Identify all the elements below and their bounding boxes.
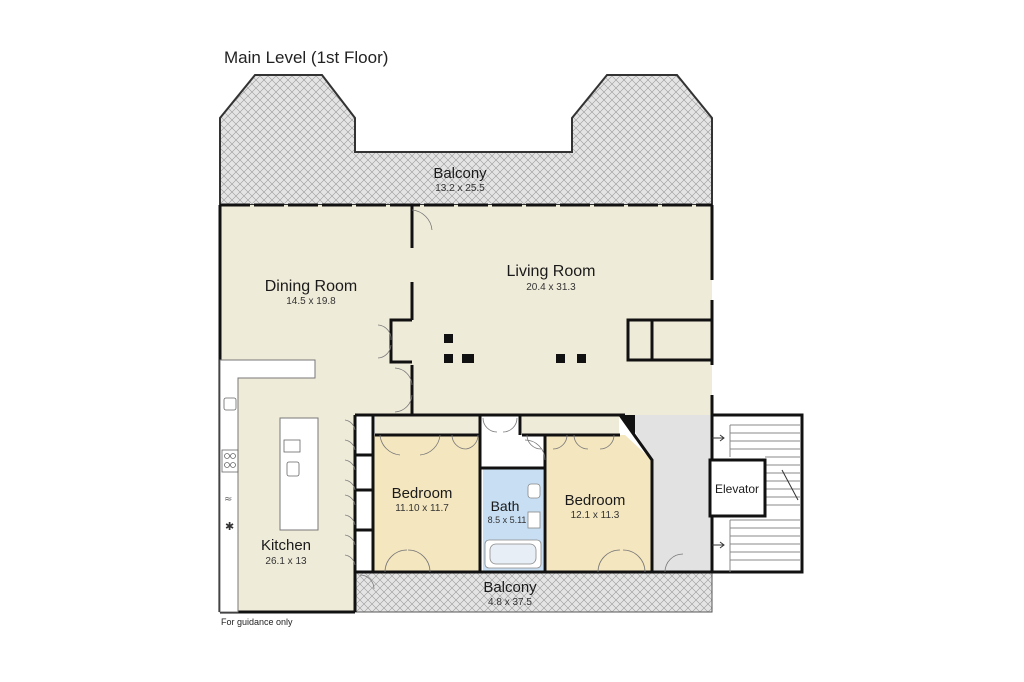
dining-room-name: Dining Room <box>265 278 357 295</box>
plan-heading: Main Level (1st Floor) <box>224 48 389 67</box>
balcony-bottom-dims: 4.8 x 37.5 <box>488 597 532 608</box>
living-room-name: Living Room <box>507 263 596 280</box>
balcony-top-dims: 13.2 x 25.5 <box>435 183 485 194</box>
closet-left <box>375 415 480 435</box>
elevator-name: Elevator <box>715 482 759 496</box>
kitchen-dims: 26.1 x 13 <box>265 556 307 567</box>
bedroom-left-name: Bedroom <box>392 485 453 502</box>
living-room-columns <box>444 334 586 363</box>
bedroom-right-name: Bedroom <box>565 492 626 509</box>
living-room-dims: 20.4 x 31.3 <box>526 282 576 293</box>
balcony-top-area <box>219 74 713 206</box>
kitchen-appliances <box>221 397 301 477</box>
corner-column <box>620 415 635 435</box>
bath-dims: 8.5 x 5.11 <box>488 515 527 525</box>
snowflake-icon: ✱ <box>225 520 234 533</box>
bath-fixtures <box>484 483 542 569</box>
elevator-box <box>708 458 767 518</box>
bedroom-left-dims: 11.10 x 11.7 <box>395 503 449 514</box>
bedroom-right-dims: 12.1 x 11.3 <box>571 510 620 521</box>
closet-right <box>522 415 619 435</box>
kitchen-name: Kitchen <box>261 537 311 554</box>
dining-room-dims: 14.5 x 19.8 <box>286 296 336 307</box>
walls <box>218 203 714 614</box>
balcony-bottom-name: Balcony <box>483 579 537 596</box>
bedroom-left-area <box>373 435 480 572</box>
stair-treads <box>729 424 800 572</box>
door-swings <box>344 209 684 590</box>
stair-arrows <box>712 434 799 549</box>
balcony-bottom-area <box>354 571 713 613</box>
stair-area <box>625 415 712 572</box>
guidance-note: For guidance only <box>221 617 293 627</box>
bath-name: Bath <box>491 498 520 514</box>
wave-icon: ≈ <box>224 494 232 505</box>
bedroom-right-area <box>545 435 652 572</box>
main-floor-area <box>220 205 712 612</box>
kitchen-counters <box>219 359 319 613</box>
balcony-top-name: Balcony <box>433 165 487 182</box>
